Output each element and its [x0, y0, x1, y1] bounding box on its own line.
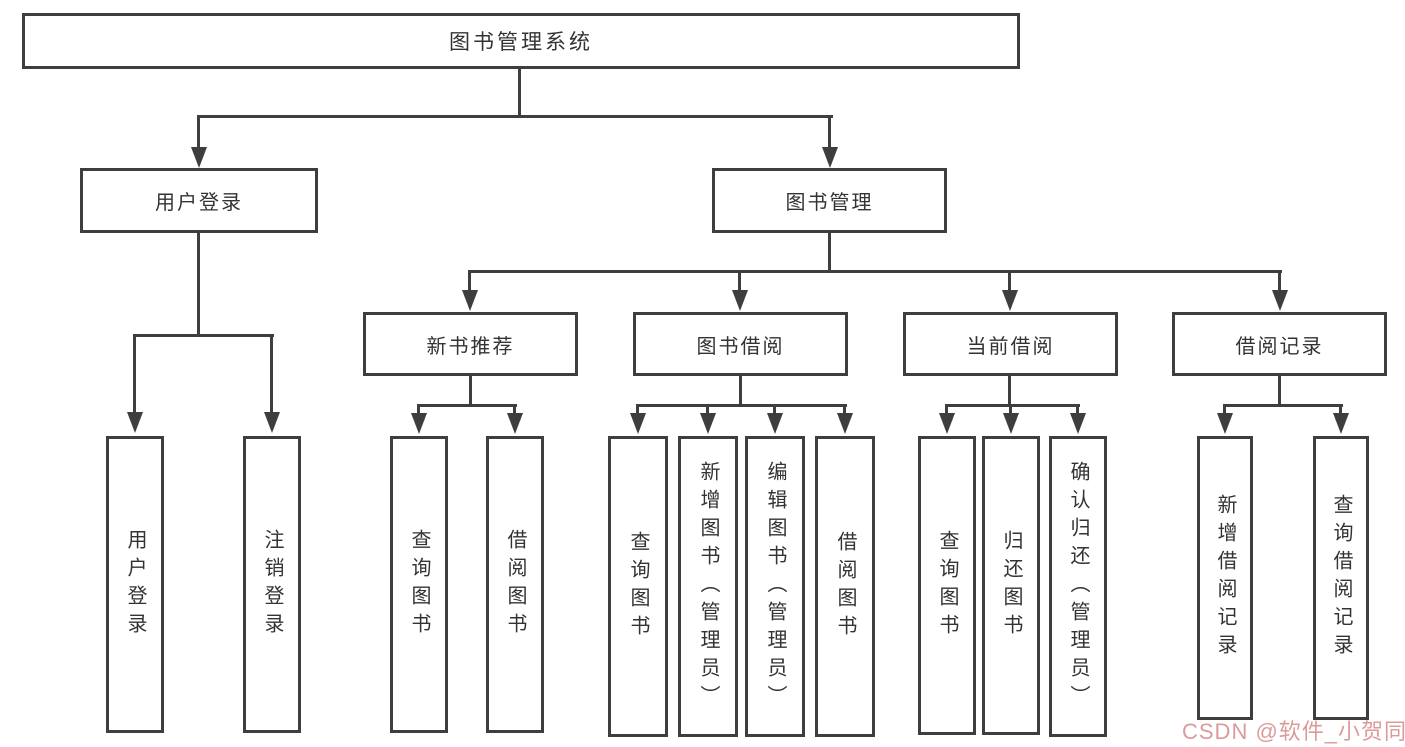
arrow-down-icon	[767, 413, 783, 434]
leaf-label: 确认归还（管理员）	[1067, 460, 1089, 713]
arrow-down-icon	[630, 413, 646, 434]
leaf-add-books-admin: 新增图书（管理员）	[678, 436, 738, 737]
leaf-borrow-books: 借阅图书	[815, 436, 875, 737]
connector-line	[197, 233, 200, 337]
connector-line	[513, 404, 516, 414]
arrow-down-icon	[191, 147, 207, 168]
connector-line	[636, 404, 847, 407]
arrow-down-icon	[837, 413, 853, 434]
connector-line	[828, 115, 831, 150]
connector-line	[828, 233, 831, 273]
arrow-down-icon	[822, 147, 838, 168]
csdn-watermark: CSDN @软件_小贺同学	[1182, 719, 1405, 744]
connector-line	[1223, 404, 1343, 407]
leaf-confirm-return-admin: 确认归还（管理员）	[1049, 436, 1107, 737]
connector-line	[1009, 404, 1012, 414]
leaf-query-books-borrow: 查询图书	[608, 436, 668, 737]
connector-line	[945, 404, 1080, 407]
connector-line	[1008, 270, 1011, 292]
arrow-down-icon	[700, 413, 716, 434]
connector-line	[706, 404, 709, 414]
arrow-down-icon	[127, 412, 143, 433]
connector-line	[1223, 404, 1226, 414]
connector-line	[518, 68, 521, 118]
node-label: 当前借阅	[966, 335, 1055, 358]
connector-line	[1008, 375, 1011, 406]
connector-line	[197, 115, 200, 150]
leaf-label: 借阅图书	[834, 530, 856, 643]
node-book-management: 图书管理	[712, 168, 947, 233]
connector-line	[843, 404, 846, 414]
connector-line	[469, 375, 472, 406]
node-label: 图书管理	[785, 192, 874, 214]
node-current-borrowing: 当前借阅	[903, 312, 1118, 376]
leaf-label: 用户登录	[124, 528, 146, 641]
connector-line	[468, 270, 471, 292]
arrow-down-icon	[411, 413, 427, 434]
arrow-down-icon	[732, 290, 748, 311]
arrow-down-icon	[507, 413, 523, 434]
leaf-query-borrow-record: 查询借阅记录	[1313, 436, 1369, 720]
arrow-down-icon	[1217, 413, 1233, 434]
leaf-label: 新增借阅记录	[1214, 494, 1236, 662]
node-user-login: 用户登录	[80, 168, 318, 233]
leaf-label: 查询图书	[408, 528, 430, 641]
leaf-logout: 注销登录	[243, 436, 301, 733]
node-label: 图书借阅	[696, 335, 785, 358]
leaf-label: 归还图书	[1000, 529, 1022, 642]
node-label: 新书推荐	[426, 335, 515, 358]
arrow-down-icon	[939, 413, 955, 434]
arrow-down-icon	[1272, 290, 1288, 311]
connector-line	[636, 404, 639, 414]
leaf-label: 新增图书（管理员）	[697, 460, 719, 713]
node-new-book-recommendation: 新书推荐	[363, 312, 578, 376]
connector-line	[1076, 404, 1079, 414]
connector-line	[945, 404, 948, 414]
connector-line	[133, 334, 136, 414]
connector-line	[1339, 404, 1342, 414]
leaf-add-borrow-record: 新增借阅记录	[1197, 436, 1253, 720]
leaf-return-books: 归还图书	[982, 436, 1040, 735]
connector-line	[417, 404, 420, 414]
connector-line	[133, 334, 274, 337]
connector-line	[468, 270, 1282, 273]
leaf-borrow-books-recommend: 借阅图书	[486, 436, 544, 733]
leaf-label: 注销登录	[261, 528, 283, 641]
arrow-down-icon	[1003, 413, 1019, 434]
leaf-query-books-recommend: 查询图书	[390, 436, 448, 733]
node-library-management-system: 图书管理系统	[22, 13, 1020, 69]
node-book-borrowing: 图书借阅	[633, 312, 848, 376]
leaf-label: 查询借阅记录	[1330, 494, 1352, 662]
connector-line	[417, 404, 517, 407]
leaf-label: 编辑图书（管理员）	[764, 460, 786, 713]
arrow-down-icon	[1070, 413, 1086, 434]
arrow-down-icon	[1002, 290, 1018, 311]
node-borrowing-records: 借阅记录	[1172, 312, 1387, 376]
leaf-edit-books-admin: 编辑图书（管理员）	[745, 436, 805, 737]
node-label: 图书管理系统	[449, 31, 593, 54]
connector-line	[1278, 270, 1281, 292]
leaf-label: 查询图书	[936, 529, 958, 642]
leaf-query-books-current: 查询图书	[918, 436, 976, 735]
arrow-down-icon	[462, 290, 478, 311]
node-label: 借阅记录	[1235, 335, 1324, 358]
leaf-label: 查询图书	[627, 530, 649, 643]
connector-line	[738, 270, 741, 292]
leaf-label: 借阅图书	[504, 528, 526, 641]
leaf-user-login: 用户登录	[106, 436, 164, 733]
arrow-down-icon	[1333, 413, 1349, 434]
connector-line	[270, 334, 273, 414]
connector-line	[1278, 375, 1281, 407]
connector-line	[739, 375, 742, 406]
node-label: 用户登录	[155, 192, 243, 214]
arrow-down-icon	[264, 412, 280, 433]
connector-line	[773, 404, 776, 414]
connector-line	[197, 115, 833, 118]
